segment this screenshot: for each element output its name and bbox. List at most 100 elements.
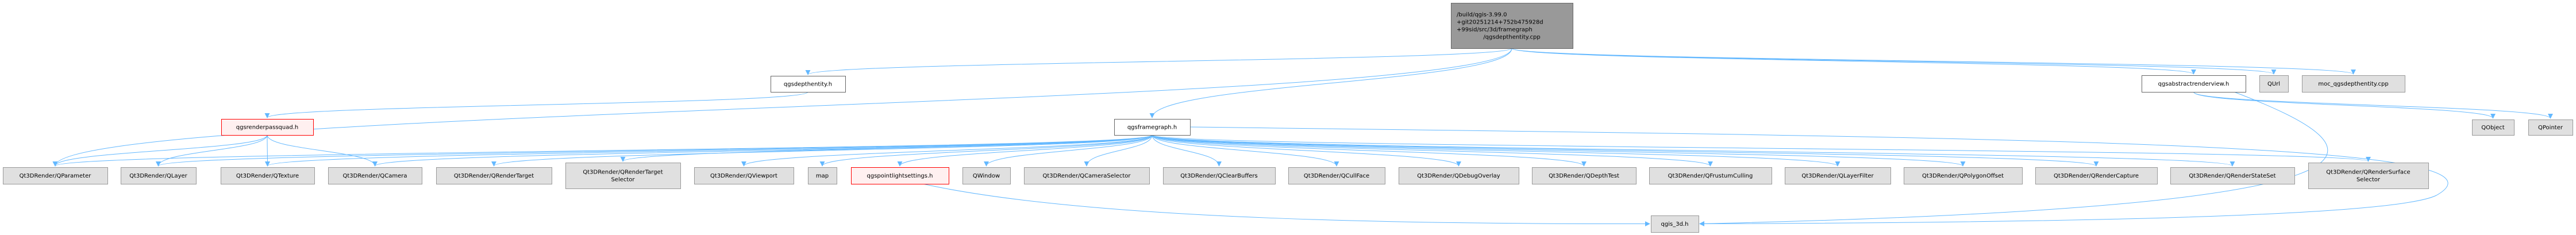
- node-label: qgsframegraph.h: [1127, 125, 1177, 131]
- node-box: [771, 76, 846, 93]
- node-label: QPointer: [2538, 125, 2563, 131]
- node-QCameraSelector: Qt3DRender/QCameraSelector: [1024, 167, 1150, 184]
- edge-qgsframegraph_h-to-QLayer: [156, 134, 1153, 167]
- node-QViewport: Qt3DRender/QViewport: [694, 167, 794, 184]
- node-label: Qt3DRender/QRenderTarget: [583, 169, 663, 176]
- node-label: qgis_3d.h: [1661, 221, 1689, 228]
- node-box: [694, 167, 794, 184]
- node-label: Qt3DRender/QLayerFilter: [1801, 173, 1874, 179]
- node-label: /build/qgis-3.99.0: [1457, 12, 1507, 18]
- node-QClearBuffers: Qt3DRender/QClearBuffers: [1163, 167, 1276, 184]
- node-label: moc_qgsdepthentity.cpp: [2318, 81, 2388, 87]
- node-qgspointlightsettings-h[interactable]: qgspointlightsettings.h: [851, 167, 949, 184]
- node-label: Qt3DRender/QDepthTest: [1549, 173, 1619, 179]
- node-label: Qt3DRender/QRenderStateSet: [2189, 173, 2275, 179]
- node-map: map: [808, 167, 837, 184]
- node-label: Qt3DRender/QCamera: [343, 173, 407, 179]
- edge-qgsframegraph_h-to-QClearBuffers: [1152, 134, 1222, 167]
- edge-qgsframegraph_h-to-QRenderCapture: [1152, 134, 2098, 167]
- node-box: [808, 167, 837, 184]
- edge-qgsframegraph_h-to-QPolygonOffset: [1152, 134, 1966, 167]
- edge-qgsframegraph_h-to-QRenderTarget: [491, 134, 1153, 167]
- node-qgsabstractrenderview-h[interactable]: qgsabstractrenderview.h: [2142, 75, 2246, 93]
- edge-qgsrenderpassquad_h-to-QTexture: [264, 134, 270, 167]
- edge-qgsframegraph_h-to-QTexture: [265, 134, 1153, 167]
- node-QUrl: QUrl: [2259, 75, 2289, 93]
- node-QObject: QObject: [2472, 120, 2515, 136]
- node-box: [1024, 167, 1150, 184]
- nodes-layer: /build/qgis-3.99.0 +git20251214+752b47592…: [3, 3, 2573, 233]
- edge-qgsframegraph_h-to-QDepthTest: [1152, 134, 1587, 167]
- node-box: [436, 167, 552, 184]
- node-box: [2035, 167, 2158, 184]
- edge-root-to-qgsdepthentity_h: [805, 48, 1512, 75]
- node-box: [1651, 215, 1699, 233]
- node-label: +99sid/src/3d/framegraph: [1457, 27, 1532, 33]
- node-QLayerFilter: Qt3DRender/QLayerFilter: [1785, 167, 1891, 184]
- node-box: [1785, 167, 1891, 184]
- node-QFrustumCulling: Qt3DRender/QFrustumCulling: [1649, 167, 1772, 184]
- node-qgsrenderpassquad-h[interactable]: qgsrenderpassquad.h: [221, 119, 314, 136]
- node-box: [2472, 120, 2515, 136]
- node-qgis-3d-h: qgis_3d.h: [1651, 215, 1699, 233]
- node-box: [2170, 167, 2295, 184]
- node-label: qgsrenderpassquad.h: [236, 125, 298, 131]
- edge-qgsrenderpassquad_h-to-QParameter: [52, 134, 268, 167]
- node-box: [1904, 167, 2023, 184]
- edge-qgsframegraph_h-to-QCameraSelector: [1084, 134, 1153, 167]
- edge-qgsframegraph_h-to-QFrustumCulling: [1152, 134, 1713, 167]
- node-box: [1532, 167, 1637, 184]
- node-QPointer: QPointer: [2528, 120, 2573, 136]
- node-QWindow: QWindow: [962, 167, 1011, 184]
- edge-qgsframegraph_h-to-QLayerFilter: [1152, 134, 1840, 167]
- node-box: [2302, 75, 2405, 93]
- edge-qgsframegraph_h-to-map: [819, 134, 1153, 167]
- node-label: Selector: [2356, 177, 2381, 183]
- node-label: map: [816, 173, 829, 179]
- node-label: Qt3DRender/QLayer: [129, 173, 187, 179]
- edge-qgsframegraph_h-to-QRenderTargetSelector: [620, 134, 1153, 162]
- edge-root-to-moc: [1511, 48, 2356, 75]
- node-box: [1649, 167, 1772, 184]
- edge-qgsframegraph_h-to-QRenderStateSet: [1152, 134, 2235, 167]
- node-box: [3, 167, 108, 184]
- edge-qgsframegraph_h-to-qgis_3d_h: [1189, 126, 2448, 226]
- node-box: [1399, 167, 1519, 184]
- node-box: [221, 167, 315, 184]
- node-label: Qt3DRender/QPolygonOffset: [1922, 173, 2004, 179]
- node-label: Qt3DRender/QCullFace: [1304, 173, 1369, 179]
- node-box: [565, 163, 681, 189]
- edge-qgspointlightsettings_h-to-qgis_3d_h: [922, 183, 1650, 227]
- node-label: qgspointlightsettings.h: [867, 173, 933, 179]
- edge-qgsabstractrenderview_h-to-QPointer: [2193, 91, 2553, 119]
- node-label: Qt3DRender/QTexture: [236, 173, 299, 179]
- node-QCamera: Qt3DRender/QCamera: [328, 167, 422, 184]
- edge-qgsframegraph_h-to-QViewport: [741, 134, 1153, 167]
- edge-root-to-qgsframegraph_h: [1149, 48, 1512, 118]
- node-label: Qt3DRender/QDebugOverlay: [1417, 173, 1500, 179]
- node-qgsdepthentity-h[interactable]: qgsdepthentity.h: [771, 76, 846, 93]
- node-box: [1114, 119, 1191, 136]
- edge-qgsframegraph_h-to-QCamera: [372, 134, 1153, 167]
- node-label: qgsabstractrenderview.h: [2158, 81, 2230, 87]
- edge-root-to-qgsabstractrenderview_h: [1511, 48, 2196, 75]
- edges-layer: [52, 48, 2553, 227]
- edge-root-to-QUrl: [1511, 48, 2277, 75]
- node-qgsframegraph-h[interactable]: qgsframegraph.h: [1114, 119, 1191, 136]
- node-box: [2142, 75, 2246, 93]
- node-box: [851, 167, 949, 184]
- node-label: Qt3DRender/QRenderCapture: [2054, 173, 2139, 179]
- node-QPolygonOffset: Qt3DRender/QPolygonOffset: [1904, 167, 2023, 184]
- edge-qgsdepthentity_h-to-qgsrenderpassquad_h: [264, 91, 808, 118]
- node-box: [2259, 75, 2289, 93]
- node-label: Qt3DRender/QRenderSurface: [2326, 169, 2410, 176]
- node-label: +git20251214+752b475928d: [1457, 20, 1543, 26]
- node-box: [2528, 120, 2573, 136]
- node-box: [1163, 167, 1276, 184]
- node-QLayer: Qt3DRender/QLayer: [121, 167, 197, 184]
- node-box: [1288, 167, 1385, 184]
- node-QDepthTest: Qt3DRender/QDepthTest: [1532, 167, 1637, 184]
- edge-qgsframegraph_h-to-qgspointlightsettings_h: [897, 134, 1153, 167]
